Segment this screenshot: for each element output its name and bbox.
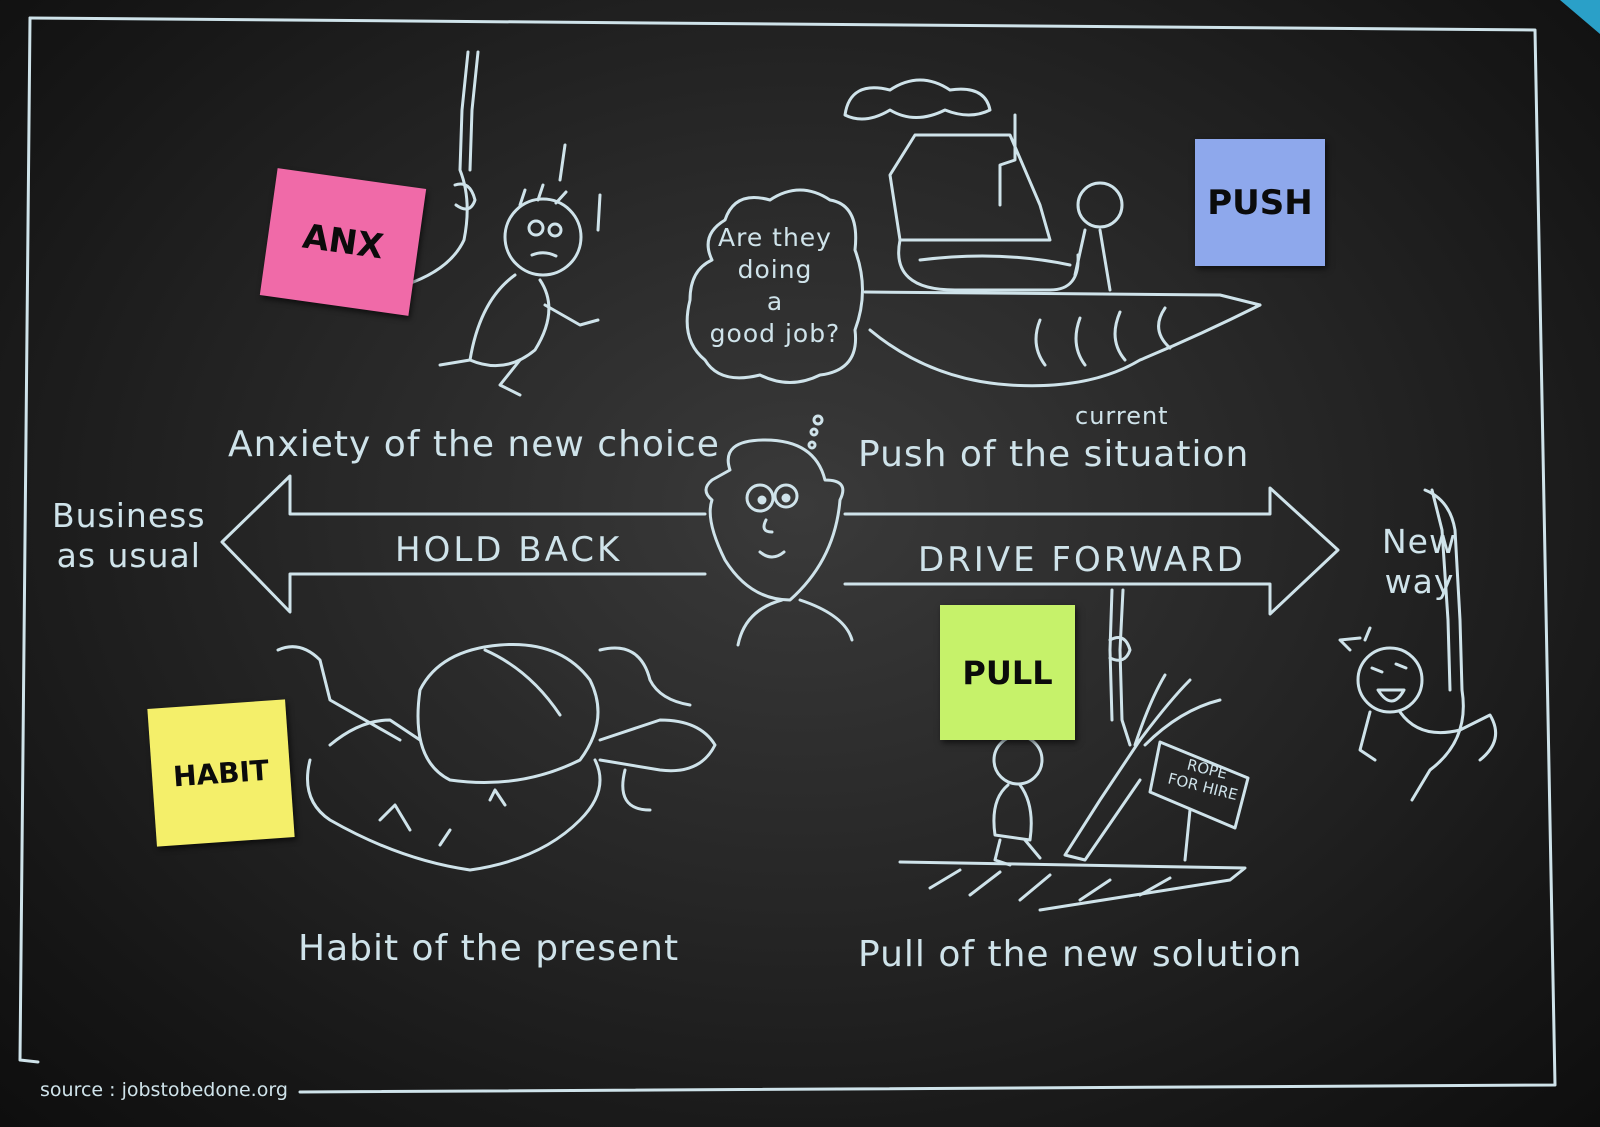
- pull-caption: Pull of the new solution: [858, 934, 1303, 975]
- source-credit: source : jobstobedone.org: [40, 1079, 288, 1101]
- board-frame-left: [18, 16, 40, 1064]
- board-frame: [28, 16, 1557, 1094]
- anxiety-caption: Anxiety of the new choice: [228, 424, 720, 465]
- side-right-line-2: way: [1384, 562, 1455, 601]
- pull-drawing: [898, 588, 1250, 912]
- sticky-note-anxiety: ANX: [259, 168, 427, 316]
- anxiety-drawing: [403, 50, 602, 397]
- push-caption-insert: current: [1075, 402, 1169, 430]
- new-way-label: New way: [1382, 522, 1457, 602]
- bubble-line-3: a: [766, 287, 784, 316]
- new-way-drawing: [1338, 488, 1498, 802]
- push-caption: Push of the situation: [858, 434, 1250, 475]
- side-left-line-1: Business: [52, 496, 206, 535]
- business-as-usual-label: Business as usual: [52, 496, 206, 576]
- habit-drawing: [276, 642, 717, 872]
- hold-back-label: HOLD BACK: [395, 530, 623, 570]
- drive-forward-label: DRIVE FORWARD: [918, 540, 1246, 580]
- habit-caption: Habit of the present: [298, 928, 680, 969]
- side-right-line-1: New: [1382, 522, 1457, 561]
- thought-bubble-text: Are they doing a good job?: [700, 222, 850, 350]
- corner-tab: [1560, 0, 1600, 34]
- side-left-line-2: as usual: [56, 536, 201, 575]
- sticky-note-habit: HABIT: [147, 699, 295, 847]
- thinking-person-drawing: [704, 414, 854, 647]
- push-drawing: [843, 78, 1262, 388]
- sticky-note-pull: PULL: [940, 605, 1075, 740]
- bubble-line-4: good job?: [709, 319, 841, 348]
- thought-cloud: [685, 188, 864, 384]
- sticky-note-push: PUSH: [1195, 139, 1325, 266]
- bubble-line-1: Are they: [718, 223, 832, 252]
- bubble-line-2: doing: [737, 255, 813, 284]
- force-arrow: [220, 474, 1340, 616]
